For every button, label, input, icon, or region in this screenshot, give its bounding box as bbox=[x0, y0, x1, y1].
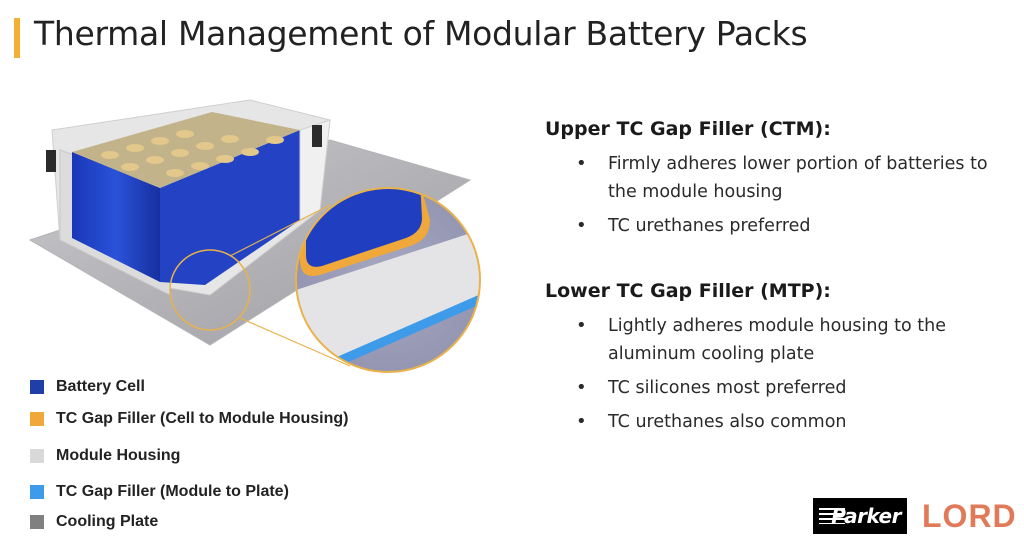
section-heading-upper: Upper TC Gap Filler (CTM): bbox=[545, 118, 831, 140]
title-accent-bar bbox=[14, 18, 20, 58]
legend-label: Battery Cell bbox=[56, 378, 145, 395]
battery-cells-front bbox=[72, 152, 160, 282]
legend-label: TC Gap Filler (Cell to Module Housing) bbox=[56, 410, 349, 427]
key-points: Upper TC Gap Filler (CTM): Firmly adhere… bbox=[545, 118, 1015, 442]
bullet-item: TC urethanes also common bbox=[545, 408, 1015, 436]
legend-swatch bbox=[30, 515, 44, 529]
slide-title: Thermal Management of Modular Battery Pa… bbox=[34, 14, 808, 53]
lord-logo: LORD bbox=[922, 498, 1017, 534]
housing-handle-right bbox=[312, 125, 322, 147]
battery-cells-side bbox=[160, 130, 300, 285]
bullet-list-upper: Firmly adheres lower portion of batterie… bbox=[545, 150, 1015, 240]
bullet-item: Lightly adheres module housing to the al… bbox=[545, 312, 1015, 368]
legend-label: Module Housing bbox=[56, 447, 181, 464]
detail-callout-ring bbox=[169, 249, 251, 331]
legend-swatch bbox=[30, 449, 44, 463]
legend-item-module-housing: Module Housing bbox=[30, 447, 180, 465]
legend-label: Cooling Plate bbox=[56, 513, 159, 530]
legend-swatch bbox=[30, 485, 44, 499]
battery-pack-illustration bbox=[28, 99, 481, 373]
cell-terminals bbox=[101, 130, 284, 177]
callout-line-top bbox=[229, 204, 331, 257]
legend-item-cooling-plate: Cooling Plate bbox=[30, 513, 158, 531]
bullet-item: TC urethanes preferred bbox=[545, 212, 1015, 240]
legend-item-battery-cell: Battery Cell bbox=[30, 378, 145, 396]
bullet-list-lower: Lightly adheres module housing to the al… bbox=[545, 312, 1015, 436]
bullet-item: TC silicones most preferred bbox=[545, 374, 1015, 402]
legend-label: TC Gap Filler (Module to Plate) bbox=[56, 483, 289, 500]
zoomed-detail-ring bbox=[295, 187, 481, 373]
bullet-item: Firmly adheres lower portion of batterie… bbox=[545, 150, 1015, 206]
legend-item-tc-gap-filler-plate: TC Gap Filler (Module to Plate) bbox=[30, 483, 289, 501]
legend-swatch bbox=[30, 380, 44, 394]
section-heading-lower: Lower TC Gap Filler (MTP): bbox=[545, 280, 831, 302]
parker-logo: Parker bbox=[813, 498, 907, 534]
legend-swatch bbox=[30, 412, 44, 426]
legend-item-tc-gap-filler-cell: TC Gap Filler (Cell to Module Housing) bbox=[30, 410, 348, 428]
parker-stripes-icon bbox=[819, 508, 845, 524]
callout-line-bottom bbox=[239, 317, 351, 367]
housing-handle-left bbox=[46, 150, 56, 172]
